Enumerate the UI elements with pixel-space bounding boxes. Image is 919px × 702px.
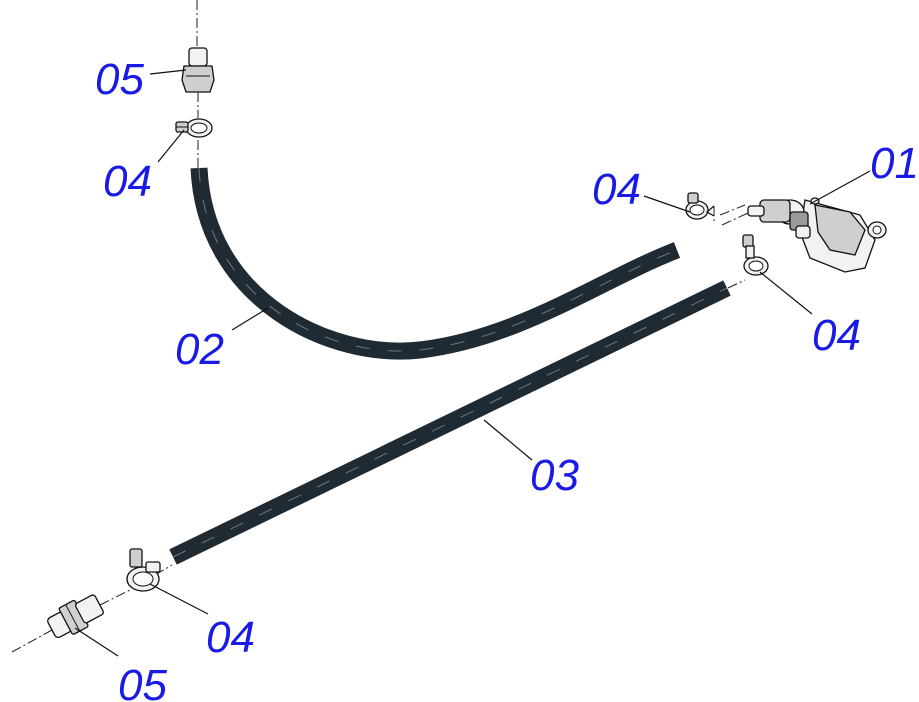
- fitting-05-top: [181, 47, 215, 93]
- callout-03: 03: [530, 451, 579, 500]
- callout-02: 02: [175, 325, 224, 374]
- clamp-04-top-right: [685, 192, 715, 220]
- fitting-05-bottom: [47, 594, 104, 639]
- centerlines: [11, 0, 749, 653]
- callout-04-top-right: 04: [592, 165, 641, 214]
- callout-01: 01: [870, 139, 919, 188]
- valve-01: [747, 197, 887, 273]
- callout-04-top-left: 04: [103, 157, 152, 206]
- callout-04-bottom: 04: [206, 613, 255, 662]
- clamp-04-top-left: [175, 118, 213, 138]
- hose-03: [169, 280, 731, 565]
- callout-04-right: 04: [812, 311, 861, 360]
- clamp-04-right: [742, 234, 769, 276]
- hose-02: [190, 167, 681, 360]
- callout-05-top: 05: [95, 55, 144, 104]
- callout-05-bottom: 05: [118, 661, 167, 702]
- leader-lines: [74, 69, 871, 657]
- clamp-04-bottom: [126, 548, 161, 592]
